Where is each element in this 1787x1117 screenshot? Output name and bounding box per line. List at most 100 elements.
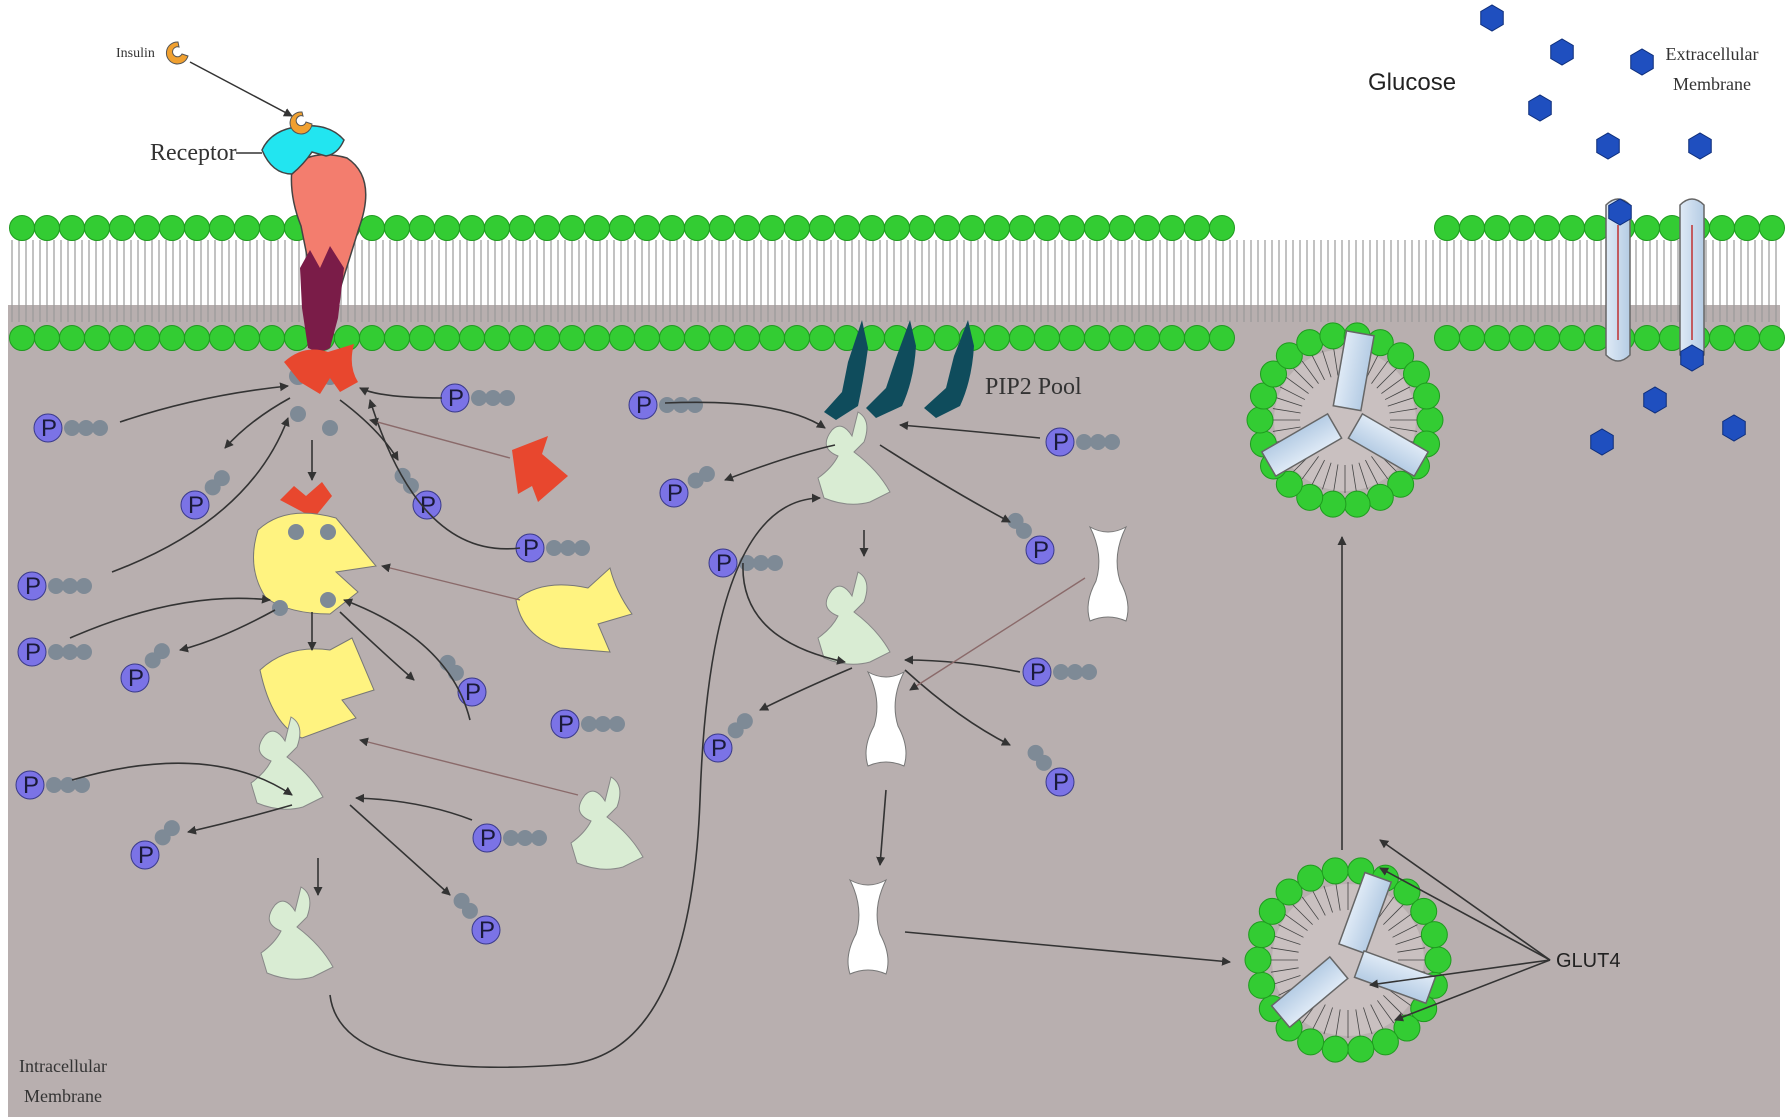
lipid-head [1247,407,1273,433]
glucose-molecule [1551,39,1574,65]
lipid-head [1510,216,1535,241]
lipid-head [135,326,160,351]
lipid-head [1760,216,1785,241]
lipid-head [435,216,460,241]
lipid-head [1485,326,1510,351]
lipid-head [410,216,435,241]
lipid-head [1110,216,1135,241]
lipid-head [1760,326,1785,351]
lipid-head [10,216,35,241]
phosphate-label: P [1053,769,1069,796]
insulin-label: Insulin [116,46,155,61]
phosphate-label: P [448,385,464,412]
lipid-head [810,326,835,351]
lipid-head [1110,326,1135,351]
lipid-head [460,216,485,241]
lipid-head [1485,216,1510,241]
phosphate-label: P [711,735,727,762]
lipid-head [535,326,560,351]
lipid-head [760,216,785,241]
lipid-head [1322,858,1348,884]
lipid-head [1010,326,1035,351]
lipid-head [210,326,235,351]
lipid-head [85,216,110,241]
lipid-head [1560,216,1585,241]
glut4-channel [1680,199,1704,361]
lipid-head [1245,947,1271,973]
lipid-head [1060,216,1085,241]
lipid-head [110,216,135,241]
lipid-head [485,326,510,351]
lipid-head [760,326,785,351]
lipid-head [785,216,810,241]
lipid-head [785,326,810,351]
lipid-head [85,326,110,351]
lipid-head [1297,330,1323,356]
fusing-glut4-vesicle [1247,323,1443,517]
lipid-head [585,326,610,351]
lipid-head [1414,383,1440,409]
lipid-head [185,216,210,241]
pip2-pool-label: PIP2 Pool [985,374,1082,400]
lipid-head [410,326,435,351]
lipid-head [1035,216,1060,241]
extracellular-label-line2: Membrane [1673,74,1751,94]
lipid-head [1635,326,1660,351]
lipid-head [1735,326,1760,351]
lipid-head [235,216,260,241]
lipid-head [385,326,410,351]
lipid-head [1210,326,1235,351]
lipid-head [1417,407,1443,433]
lipid-head [1710,216,1735,241]
lipid-head [710,216,735,241]
lipid-head [1085,326,1110,351]
lipid-head [1710,326,1735,351]
glut4-label: GLUT4 [1556,950,1620,972]
phosphate-label: P [667,480,683,507]
lipid-head [1085,216,1110,241]
extracellular-label-line1: Extracellular [1666,44,1759,64]
glucose-molecule [1529,95,1552,121]
lipid-head [1185,326,1210,351]
lipid-head [1435,216,1460,241]
lipid-head [835,216,860,241]
phosphate-label: P [128,665,144,692]
lipid-head [935,216,960,241]
lipid-head [60,326,85,351]
lipid-head [1160,326,1185,351]
lipid-head [1320,491,1346,517]
lipid-head [810,216,835,241]
lipid-head [435,326,460,351]
phosphate-label: P [25,573,41,600]
lipid-head [985,326,1010,351]
lipid-head [1035,326,1060,351]
lipid-head [1435,326,1460,351]
lipid-head [1320,323,1346,349]
lipid-head [1635,216,1660,241]
lipid-head [1135,326,1160,351]
lipid-head [1425,947,1451,973]
lipid-head [510,216,535,241]
lipid-head [685,326,710,351]
lipid-head [585,216,610,241]
lipid-head [385,216,410,241]
lipid-head [1535,326,1560,351]
receptor-label: Receptor [150,140,237,166]
glucose-molecule [1481,5,1504,31]
lipid-head [1249,922,1275,948]
lipid-head [1372,1029,1398,1055]
lipid-head [1460,216,1485,241]
lipid-head [560,216,585,241]
lipid-head [460,326,485,351]
intracellular-label-line1: Intracellular [19,1056,107,1076]
lipid-head [260,326,285,351]
lipid-head [1421,922,1447,948]
phosphate-label: P [1053,429,1069,456]
phosphate-label: P [188,492,204,519]
lipid-head [1160,216,1185,241]
lipid-head [110,326,135,351]
lipid-head [1535,216,1560,241]
lipid-head [660,326,685,351]
lipid-head [35,326,60,351]
